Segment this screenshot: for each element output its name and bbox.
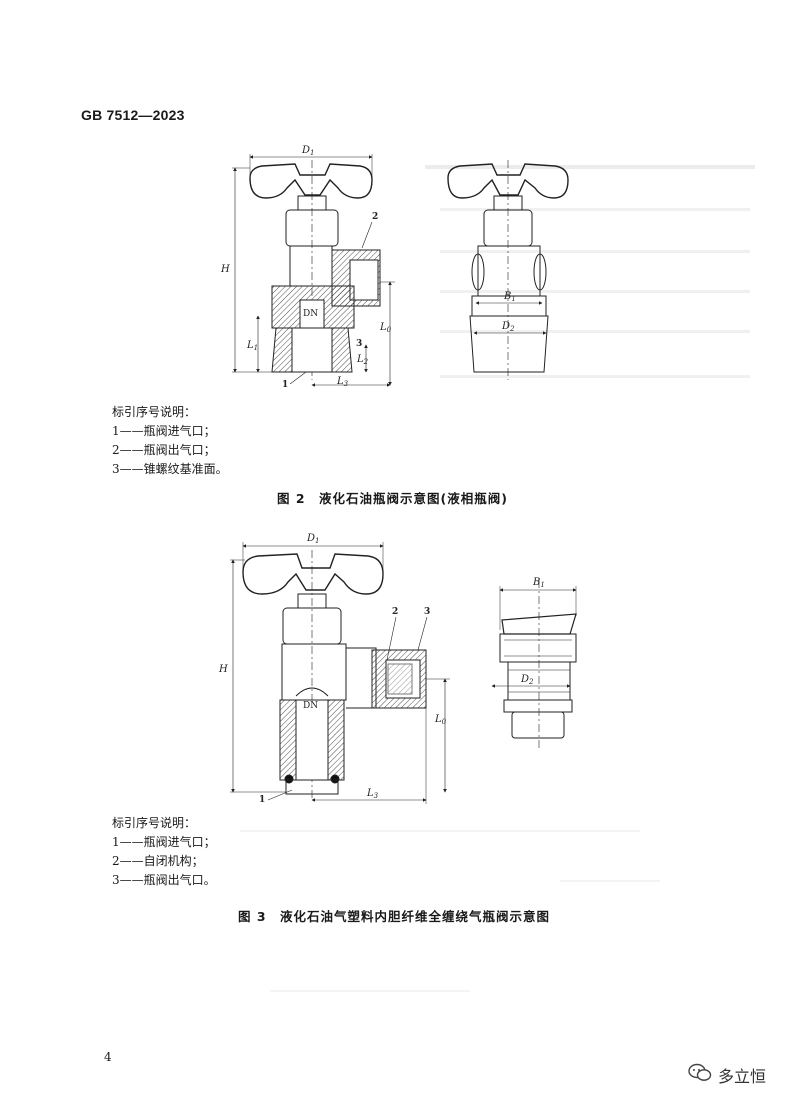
fig3-callout-3: 3 (424, 607, 430, 617)
wechat-icon (688, 1063, 712, 1087)
fig3-label-L0: L0 (434, 714, 447, 726)
fig2-label-L2: L2 (356, 354, 369, 366)
fig2-label-L3: L3 (336, 376, 349, 388)
legend-item: 2——自闭机构； (112, 854, 204, 868)
fig3-callout-1: 1 (259, 795, 265, 805)
fig3-label-B1: B1 (532, 577, 545, 589)
figure-2-legend: 标引序号说明： 1——瓶阀进气口； 2——瓶阀出气口； 3——锥螺纹基准面。 (112, 403, 228, 479)
fig2-callout-2: 2 (372, 212, 378, 222)
figure-3-caption: 图 3 液化石油气塑料内胆纤维全缠绕气瓶阀示意图 (238, 909, 551, 924)
fig3-label-D2: D2 (520, 674, 534, 686)
fig3-label-L3: L3 (366, 788, 379, 800)
legend-item: 3——瓶阀出气口。 (112, 873, 216, 887)
legend-item: 1——瓶阀进气口； (112, 835, 216, 849)
fig2-callout-3: 3 (356, 339, 362, 349)
figure-2-caption: 图 2 液化石油瓶阀示意图(液相瓶阀) (277, 491, 508, 506)
fig2-label-L1: L1 (246, 340, 258, 352)
fig2-label-D2: D2 (501, 321, 515, 333)
watermark-text: 多立恒 (717, 1067, 766, 1086)
fig2-label-DN: DN (303, 309, 318, 319)
fig2-label-B1: B1 (503, 291, 516, 303)
fig2-callout-1: 1 (282, 380, 288, 390)
watermark: 多立恒 (688, 1063, 766, 1087)
fig3-label-H: H (218, 664, 228, 675)
fig3-label-DN: DN (303, 701, 318, 711)
standard-code: GB 7512—2023 (81, 107, 185, 123)
legend-title: 标引序号说明： (112, 405, 197, 419)
legend-item: 2——瓶阀出气口； (112, 443, 216, 457)
fig2-label-D1: D1 (301, 145, 315, 157)
legend-title: 标引序号说明： (112, 816, 197, 830)
figure-3-front-view (230, 542, 450, 804)
legend-item: 3——锥螺纹基准面。 (112, 462, 228, 476)
figure-3-side-view (491, 580, 577, 748)
fig2-label-L0: L0 (379, 322, 392, 334)
figure-3-legend: 标引序号说明： 1——瓶阀进气口； 2——自闭机构； 3——瓶阀出气口。 (112, 814, 216, 890)
figure-2-front-view (232, 154, 395, 387)
fig3-label-D1: D1 (306, 533, 320, 545)
fig2-label-H: H (220, 264, 230, 275)
figure-2-side-view (447, 160, 569, 380)
legend-item: 1——瓶阀进气口； (112, 424, 216, 438)
page-number: 4 (104, 1050, 112, 1064)
fig3-callout-2: 2 (392, 607, 398, 617)
